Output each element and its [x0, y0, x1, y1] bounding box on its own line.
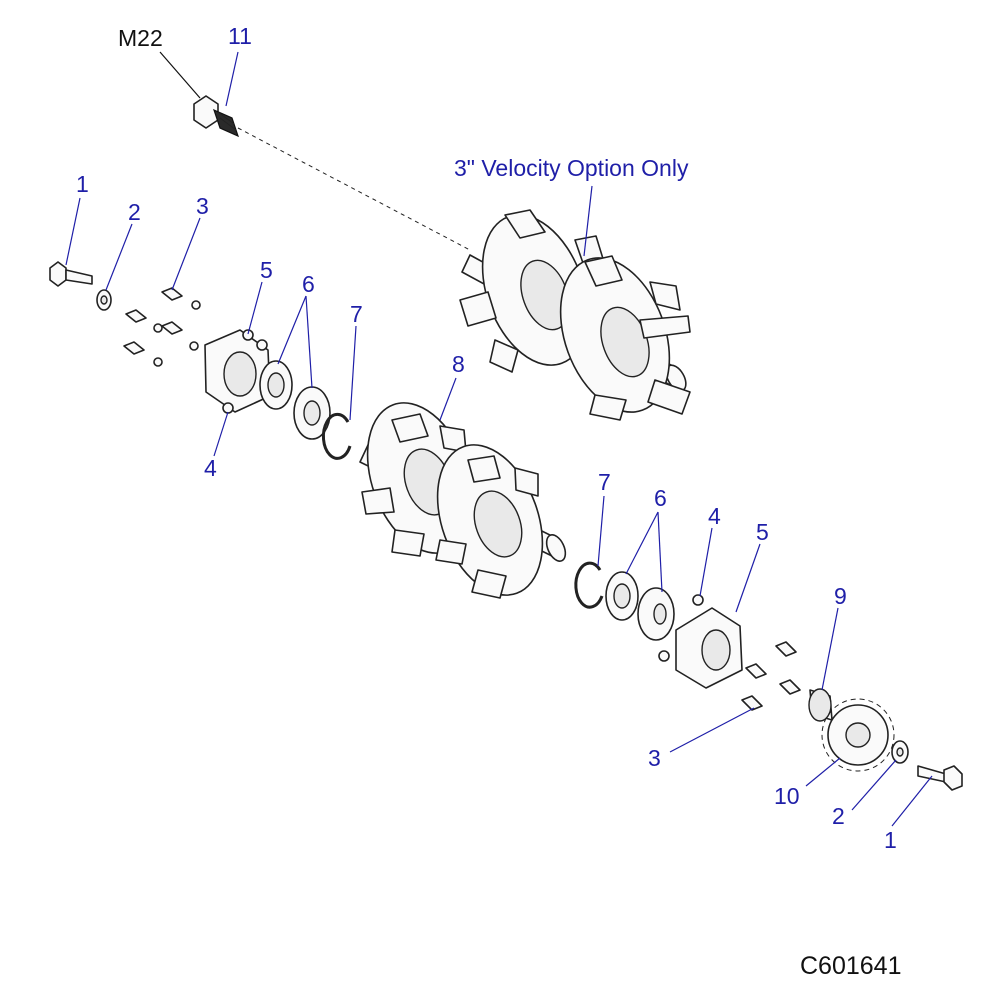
- part-3-screws-left[interactable]: [123, 287, 201, 367]
- callout-11: 11: [228, 23, 252, 49]
- part-2-washer-left[interactable]: [96, 289, 112, 311]
- callout-4-right: 4: [708, 503, 721, 529]
- callout-9: 9: [834, 583, 847, 609]
- velocity-option-shaft-assembly[interactable]: [459, 200, 691, 427]
- callout-1-right: 1: [884, 827, 897, 853]
- callout-5-left: 5: [260, 257, 273, 283]
- callout-7-right: 7: [598, 469, 611, 495]
- part-7-snap-ring-right[interactable]: [574, 561, 604, 609]
- callout-6-left: 6: [302, 271, 315, 297]
- option-note: 3" Velocity Option Only: [454, 155, 689, 181]
- part-9-spacer[interactable]: [808, 688, 833, 722]
- part-7-snap-ring-left[interactable]: [321, 412, 352, 460]
- callout-3-left: 3: [196, 193, 209, 219]
- callout-3-right: 3: [648, 745, 661, 771]
- callout-1-left: 1: [76, 171, 89, 197]
- callout-2-left: 2: [128, 199, 141, 225]
- callout-10: 10: [774, 783, 800, 809]
- leader-lines: [65, 51, 933, 827]
- part-2-washer-right[interactable]: [891, 740, 909, 764]
- spec-label-m22: M22: [118, 25, 163, 51]
- part-10-sprocket[interactable]: [821, 698, 895, 772]
- part-11-bolt[interactable]: [193, 95, 239, 138]
- part-1-bolt-right[interactable]: [917, 765, 963, 791]
- part-5-housing-right[interactable]: [658, 594, 743, 689]
- callout-5-right: 5: [756, 519, 769, 545]
- part-6-bearings-left[interactable]: [259, 360, 331, 440]
- part-1-bolt-left[interactable]: [49, 261, 93, 287]
- callout-7-left: 7: [350, 301, 363, 327]
- callout-2-right: 2: [832, 803, 845, 829]
- callout-8: 8: [452, 351, 465, 377]
- dashed-leader-11: [237, 127, 471, 251]
- part-3-screws-right[interactable]: [741, 641, 801, 711]
- part-8-drive-shaft[interactable]: [348, 388, 569, 609]
- part-5-housing-left[interactable]: [204, 329, 271, 414]
- part-6-bearings-right[interactable]: [605, 571, 675, 641]
- callout-4-left: 4: [204, 455, 217, 481]
- drawing-number: C601641: [800, 952, 901, 980]
- callout-6-right: 6: [654, 485, 667, 511]
